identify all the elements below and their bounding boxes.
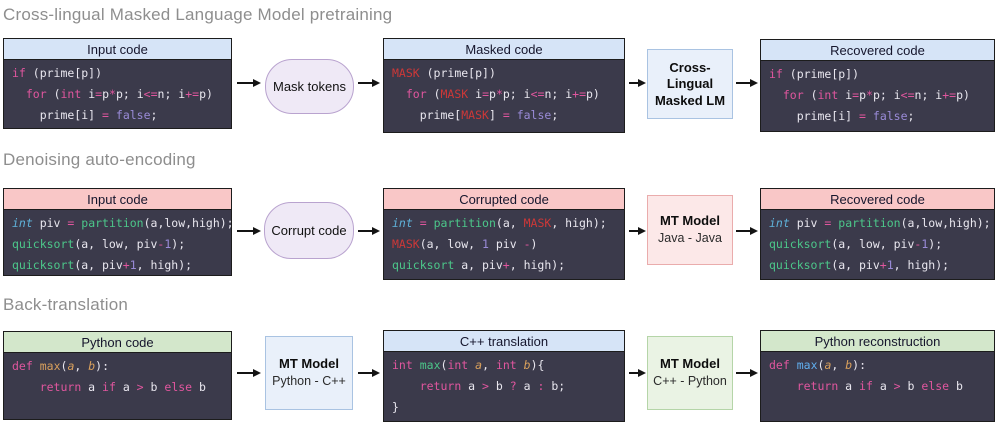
- clm-input-header: Input code: [4, 39, 231, 60]
- bt-cpp-code: int max(int a, int b){ return a > b ? a …: [392, 358, 566, 414]
- corrupt-code-node: Corrupt code: [264, 202, 354, 259]
- bt-model1-subtitle: Python - C++: [272, 374, 346, 388]
- arrow-right-icon: [736, 372, 756, 374]
- clm-input-code: if (prime[p]) for (int i=p*p; i<=n; i+=p…: [12, 66, 213, 122]
- arrow-right-icon: [629, 372, 644, 374]
- dae-model-box: MT Model Java - Java: [647, 195, 733, 265]
- clm-model-title-line1: Cross-Lingual: [666, 59, 714, 91]
- arrow-right-icon: [237, 230, 259, 232]
- clm-input-codebox: Input code if (prime[p]) for (int i=p*p;…: [3, 38, 232, 129]
- arrow-right-icon: [629, 230, 644, 232]
- dae-model-title: MT Model: [660, 213, 720, 228]
- section-title-bt: Back-translation: [3, 295, 129, 314]
- dae-model-subtitle: Java - Java: [658, 231, 722, 245]
- bt-model1-box: MT Model Python - C++: [265, 336, 353, 410]
- dae-corrupted-code: int = partition(a, MASK, high);MASK(a, l…: [392, 216, 607, 272]
- dae-input-header: Input code: [4, 189, 231, 210]
- arrow-right-icon: [629, 82, 644, 84]
- arrow-right-icon: [237, 372, 259, 374]
- corrupt-code-label: Corrupt code: [271, 223, 347, 238]
- mask-tokens-node: Mask tokens: [265, 59, 354, 114]
- arrow-right-icon: [358, 372, 378, 374]
- bt-python-code: def max(a, b): return a if a > b else b: [12, 359, 206, 394]
- section-title-dae: Denoising auto-encoding: [3, 150, 196, 169]
- dae-recovered-header: Recovered code: [761, 189, 994, 210]
- section-title-clm: Cross-lingual Masked Language Model pret…: [3, 5, 393, 24]
- bt-model2-subtitle: C++ - Python: [653, 374, 727, 388]
- arrow-right-icon: [237, 82, 259, 84]
- arrow-right-icon: [358, 230, 378, 232]
- clm-masked-codebox: Masked code MASK (prime[p]) for (MASK i=…: [383, 38, 625, 133]
- dae-recovered-code: int piv = partition(a,low,high);quicksor…: [769, 216, 991, 272]
- clm-masked-code: MASK (prime[p]) for (MASK i=p*p; i<=n; i…: [392, 66, 600, 122]
- bt-model1-title: MT Model: [279, 356, 339, 371]
- clm-recovered-header: Recovered code: [761, 40, 994, 61]
- bt-reconstruction-codebox: Python reconstruction def max(a, b): ret…: [760, 330, 995, 422]
- bt-python-codebox: Python code def max(a, b): return a if a…: [3, 331, 232, 420]
- dae-input-code: int piv = partition(a,low,high);quicksor…: [12, 216, 231, 272]
- bt-reconstruction-header: Python reconstruction: [761, 331, 994, 352]
- dae-corrupted-header: Corrupted code: [384, 189, 624, 210]
- dae-input-codebox: Input code int piv = partition(a,low,hig…: [3, 188, 232, 276]
- clm-model-box: Cross-Lingual Masked LM: [647, 49, 733, 119]
- mask-tokens-label: Mask tokens: [273, 79, 346, 94]
- clm-recovered-code: if (prime[p]) for (int i=p*p; i<=n; i+=p…: [769, 67, 970, 123]
- bt-reconstruction-code: def max(a, b): return a if a > b else b: [769, 358, 963, 393]
- bt-cpp-codebox: C++ translation int max(int a, int b){ r…: [383, 330, 625, 422]
- bt-cpp-header: C++ translation: [384, 331, 624, 352]
- arrow-right-icon: [358, 82, 378, 84]
- dae-recovered-codebox: Recovered code int piv = partition(a,low…: [760, 188, 995, 280]
- clm-recovered-codebox: Recovered code if (prime[p]) for (int i=…: [760, 39, 995, 132]
- arrow-right-icon: [736, 82, 756, 84]
- clm-model-title-line2: Masked LM: [654, 92, 726, 108]
- clm-masked-header: Masked code: [384, 39, 624, 60]
- dae-corrupted-codebox: Corrupted code int = partition(a, MASK, …: [383, 188, 625, 280]
- bt-model2-box: MT Model C++ - Python: [647, 336, 733, 410]
- arrow-right-icon: [736, 230, 756, 232]
- bt-python-header: Python code: [4, 332, 231, 353]
- bt-model2-title: MT Model: [660, 356, 720, 371]
